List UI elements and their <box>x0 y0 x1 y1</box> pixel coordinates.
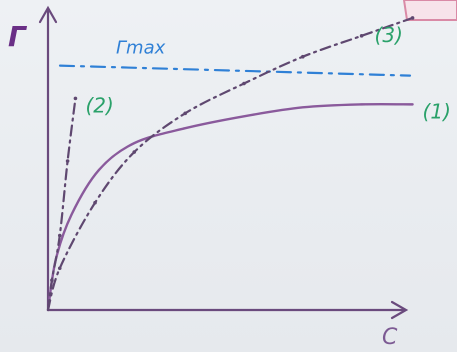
paper-corner-decoration <box>402 0 457 21</box>
series-line-3 <box>46 16 414 312</box>
axes <box>38 5 409 320</box>
series-2-point-1 <box>50 278 54 283</box>
series-3-point-1 <box>57 266 62 271</box>
series-3-point-6 <box>301 54 305 59</box>
series-layer <box>46 16 415 312</box>
series-2-point-3 <box>65 159 70 163</box>
series-3-point-8 <box>410 16 415 20</box>
series-3-point-4 <box>183 111 187 116</box>
series-3-point-2 <box>93 200 97 205</box>
series-label-1: (1) <box>423 99 451 123</box>
reference-lines: Γmax <box>58 38 412 77</box>
series-label-2: (2) <box>85 93 113 117</box>
x-axis-label: C <box>382 325 398 350</box>
x-axis-arrow <box>390 300 409 320</box>
series-3-point-5 <box>242 81 246 86</box>
series-3-point-3 <box>132 150 137 154</box>
series-3-point-7 <box>359 34 364 38</box>
series-line-2 <box>46 97 77 312</box>
gamma-max-label: Γmax <box>116 38 166 59</box>
y-axis-label: Γ <box>8 20 28 53</box>
series-label-3: (3) <box>375 23 403 47</box>
series-2-point-2 <box>57 233 62 238</box>
y-axis-arrow <box>38 5 58 24</box>
series-line-1 <box>46 102 414 312</box>
gamma-max-reference-line <box>58 64 412 77</box>
series-labels: (1) (2) (3) <box>85 23 450 123</box>
series-2-point-4 <box>73 96 78 101</box>
